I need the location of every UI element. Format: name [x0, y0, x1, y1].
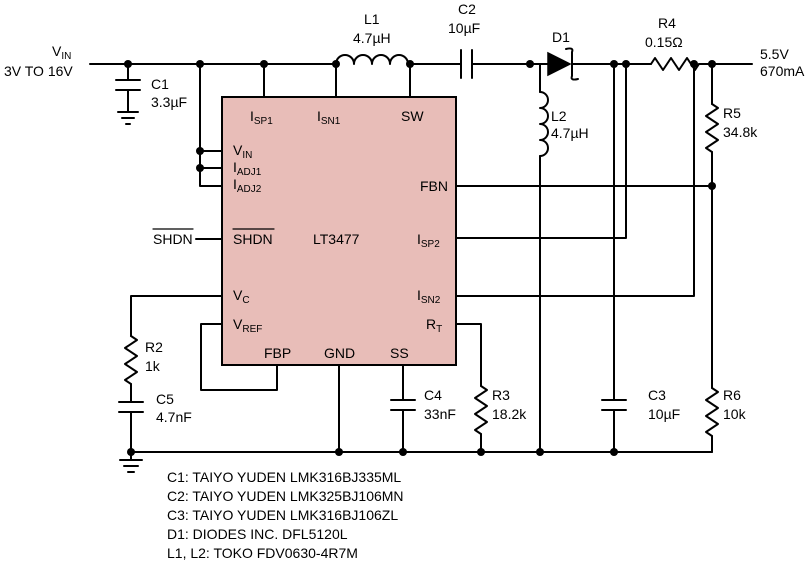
c4-value: 33nF: [424, 406, 456, 422]
c1-ref: C1: [151, 76, 169, 92]
c4-ref: C4: [424, 387, 442, 403]
pin-vc: VC: [233, 287, 250, 306]
pin-isn1: ISN1: [317, 108, 341, 127]
note-line: C3: TAIYO YUDEN LMK316BJ106ZL: [167, 507, 398, 523]
pin-iadj2: IADJ2: [233, 176, 262, 195]
vc-wire: [130, 295, 223, 337]
pin-rt: RT: [426, 316, 442, 335]
ground-symbol-main: [119, 459, 143, 473]
vref-fbp-loop: [200, 323, 278, 391]
r3-ref: R3: [492, 387, 510, 403]
r4-ref: R4: [658, 15, 676, 31]
c3-capacitor: [601, 399, 627, 411]
vin-label: VIN: [52, 43, 71, 62]
pin-gnd: GND: [324, 345, 355, 361]
l2-value: 4.7µH: [551, 125, 589, 141]
pin-vin: VIN: [233, 142, 252, 161]
r5-value: 34.8k: [723, 124, 758, 140]
c2-value: 10µF: [448, 20, 480, 36]
pin-iadj1: IADJ1: [233, 159, 262, 178]
r6-ref: R6: [723, 387, 741, 403]
vout-current: 670mA: [760, 63, 805, 79]
vout-voltage: 5.5V: [760, 46, 789, 62]
note-line: D1: DIODES INC. DFL5120L: [167, 526, 348, 542]
d1-diode: [547, 51, 572, 77]
pin-vref: VREF: [233, 316, 262, 335]
c2-ref: C2: [458, 1, 476, 17]
r6-value: 10k: [723, 406, 747, 422]
l2-inductor: [539, 91, 549, 157]
note-line: L1, L2: TOKO FDV0630-4R7M: [167, 545, 358, 561]
pin-isp1: ISP1: [250, 108, 273, 127]
r3-resistor: [474, 385, 488, 435]
r2-resistor: [124, 335, 138, 385]
pin-shdn: SHDN: [233, 231, 273, 247]
vin-left-bus: [199, 63, 223, 187]
pin-isn2: ISN2: [417, 287, 441, 306]
c5-ref: C5: [156, 391, 174, 407]
note-line: C2: TAIYO YUDEN LMK325BJ106MN: [167, 488, 404, 504]
isp2-wire: [455, 63, 627, 239]
isn2-wire: [455, 63, 695, 297]
c3-ref: C3: [648, 387, 666, 403]
c1-capacitor: [115, 79, 141, 91]
r4-value: 0.15Ω: [645, 34, 683, 50]
rt-wire: [455, 323, 482, 387]
pin-fbn: FBN: [420, 178, 448, 194]
r2-value: 1k: [145, 358, 161, 374]
c5-capacitor: [118, 401, 144, 413]
pin-sw: SW: [401, 108, 424, 124]
pin-isp2: ISP2: [417, 231, 440, 250]
ic-body: [221, 96, 457, 366]
c4-capacitor: [390, 399, 416, 411]
pin-fbp: FBP: [264, 345, 291, 361]
pin-ss: SS: [390, 345, 409, 361]
ground-symbol-c1: [117, 101, 139, 125]
c1-value: 3.3µF: [151, 94, 187, 110]
c3-value: 10µF: [648, 406, 680, 422]
l2-ref: L2: [551, 108, 567, 124]
l1-inductor: [335, 54, 409, 65]
l1-value: 4.7µH: [353, 30, 391, 46]
shdn-net-label: SHDN: [153, 231, 193, 247]
c2-capacitor: [460, 49, 473, 79]
ic-name: LT3477: [313, 231, 360, 247]
vin-range: 3V TO 16V: [4, 63, 73, 79]
note-line: C1: TAIYO YUDEN LMK316BJ335ML: [167, 469, 401, 485]
d1-ref: D1: [552, 29, 570, 45]
r5-resistor: [705, 103, 719, 153]
c5-value: 4.7nF: [156, 409, 192, 425]
junction-dots: [124, 60, 716, 456]
r2-ref: R2: [145, 339, 163, 355]
r3-value: 18.2k: [492, 406, 527, 422]
r5-ref: R5: [723, 105, 741, 121]
l1-ref: L1: [364, 11, 380, 27]
r6-resistor: [705, 387, 719, 437]
